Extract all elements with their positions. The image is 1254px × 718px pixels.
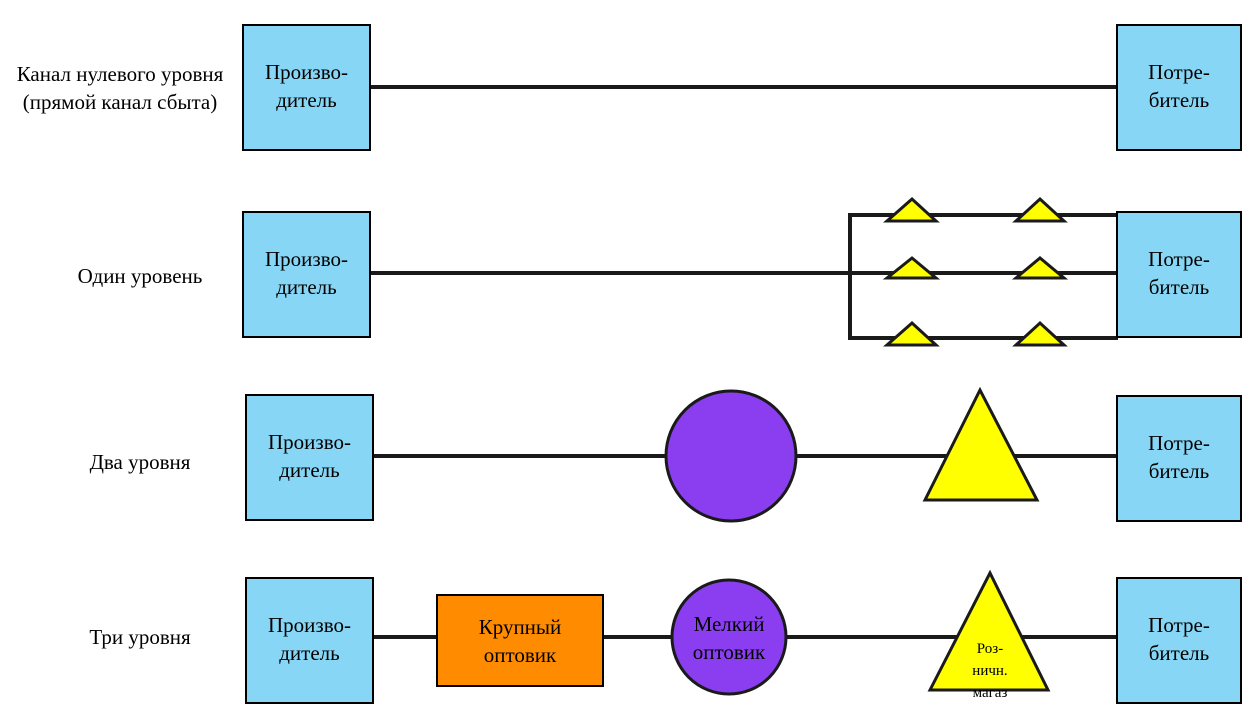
row4-large-wholesaler-box: Крупный оптовик xyxy=(436,594,604,687)
row4-consumer-box: Потре- битель xyxy=(1116,577,1242,704)
retailer-triangle-icon xyxy=(882,256,941,280)
row1-producer-label: Произво- дитель xyxy=(265,59,348,112)
row1-producer-box: Произво- дитель xyxy=(242,24,371,151)
row3-consumer-label: Потре- битель xyxy=(1148,430,1210,483)
row4-small-wholesaler-label: Мелкий оптовик xyxy=(692,612,766,664)
retailer-triangle-icon xyxy=(1012,196,1068,223)
retailer-triangle-icon xyxy=(1011,256,1069,280)
row2-label: Один уровень xyxy=(77,264,203,288)
retailer-triangle-icon xyxy=(1012,320,1068,347)
row1-label: Канал нулевого уровня (прямой канал сбыт… xyxy=(16,62,224,114)
row2-producer-label: Произво- дитель xyxy=(265,246,348,299)
row1-consumer-label: Потре- битель xyxy=(1148,59,1210,112)
row1-consumer-box: Потре- битель xyxy=(1116,24,1242,151)
row3-producer-label: Произво- дитель xyxy=(268,429,351,482)
row2-producer-box: Произво- дитель xyxy=(242,211,371,338)
row3-retailer-triangle xyxy=(922,386,1040,502)
retailer-triangle-icon xyxy=(883,196,940,223)
row2-consumer-label: Потре- битель xyxy=(1148,246,1210,299)
row4-producer-label: Произво- дитель xyxy=(268,612,351,665)
row3-consumer-box: Потре- битель xyxy=(1116,395,1242,522)
row4-retail-triangle xyxy=(927,569,1051,692)
row2-retailer-triangles xyxy=(882,196,1069,347)
retailer-triangle-icon xyxy=(883,320,940,347)
row3-wholesaler-circle xyxy=(664,389,798,523)
row4-consumer-label: Потре- битель xyxy=(1148,612,1210,665)
row3-label: Два уровня xyxy=(89,450,191,474)
row4-producer-box: Произво- дитель xyxy=(245,577,374,704)
row4-label: Три уровня xyxy=(89,625,191,649)
row2-channel-bracket xyxy=(848,213,1118,340)
row4-small-wholesaler-circle xyxy=(670,578,788,696)
row4-large-wholesaler-label: Крупный оптовик xyxy=(478,614,562,667)
row3-producer-box: Произво- дитель xyxy=(245,394,374,521)
row2-consumer-box: Потре- битель xyxy=(1116,211,1242,338)
row4-retail-store-label: Роз- ничн. магаз xyxy=(972,641,1008,701)
